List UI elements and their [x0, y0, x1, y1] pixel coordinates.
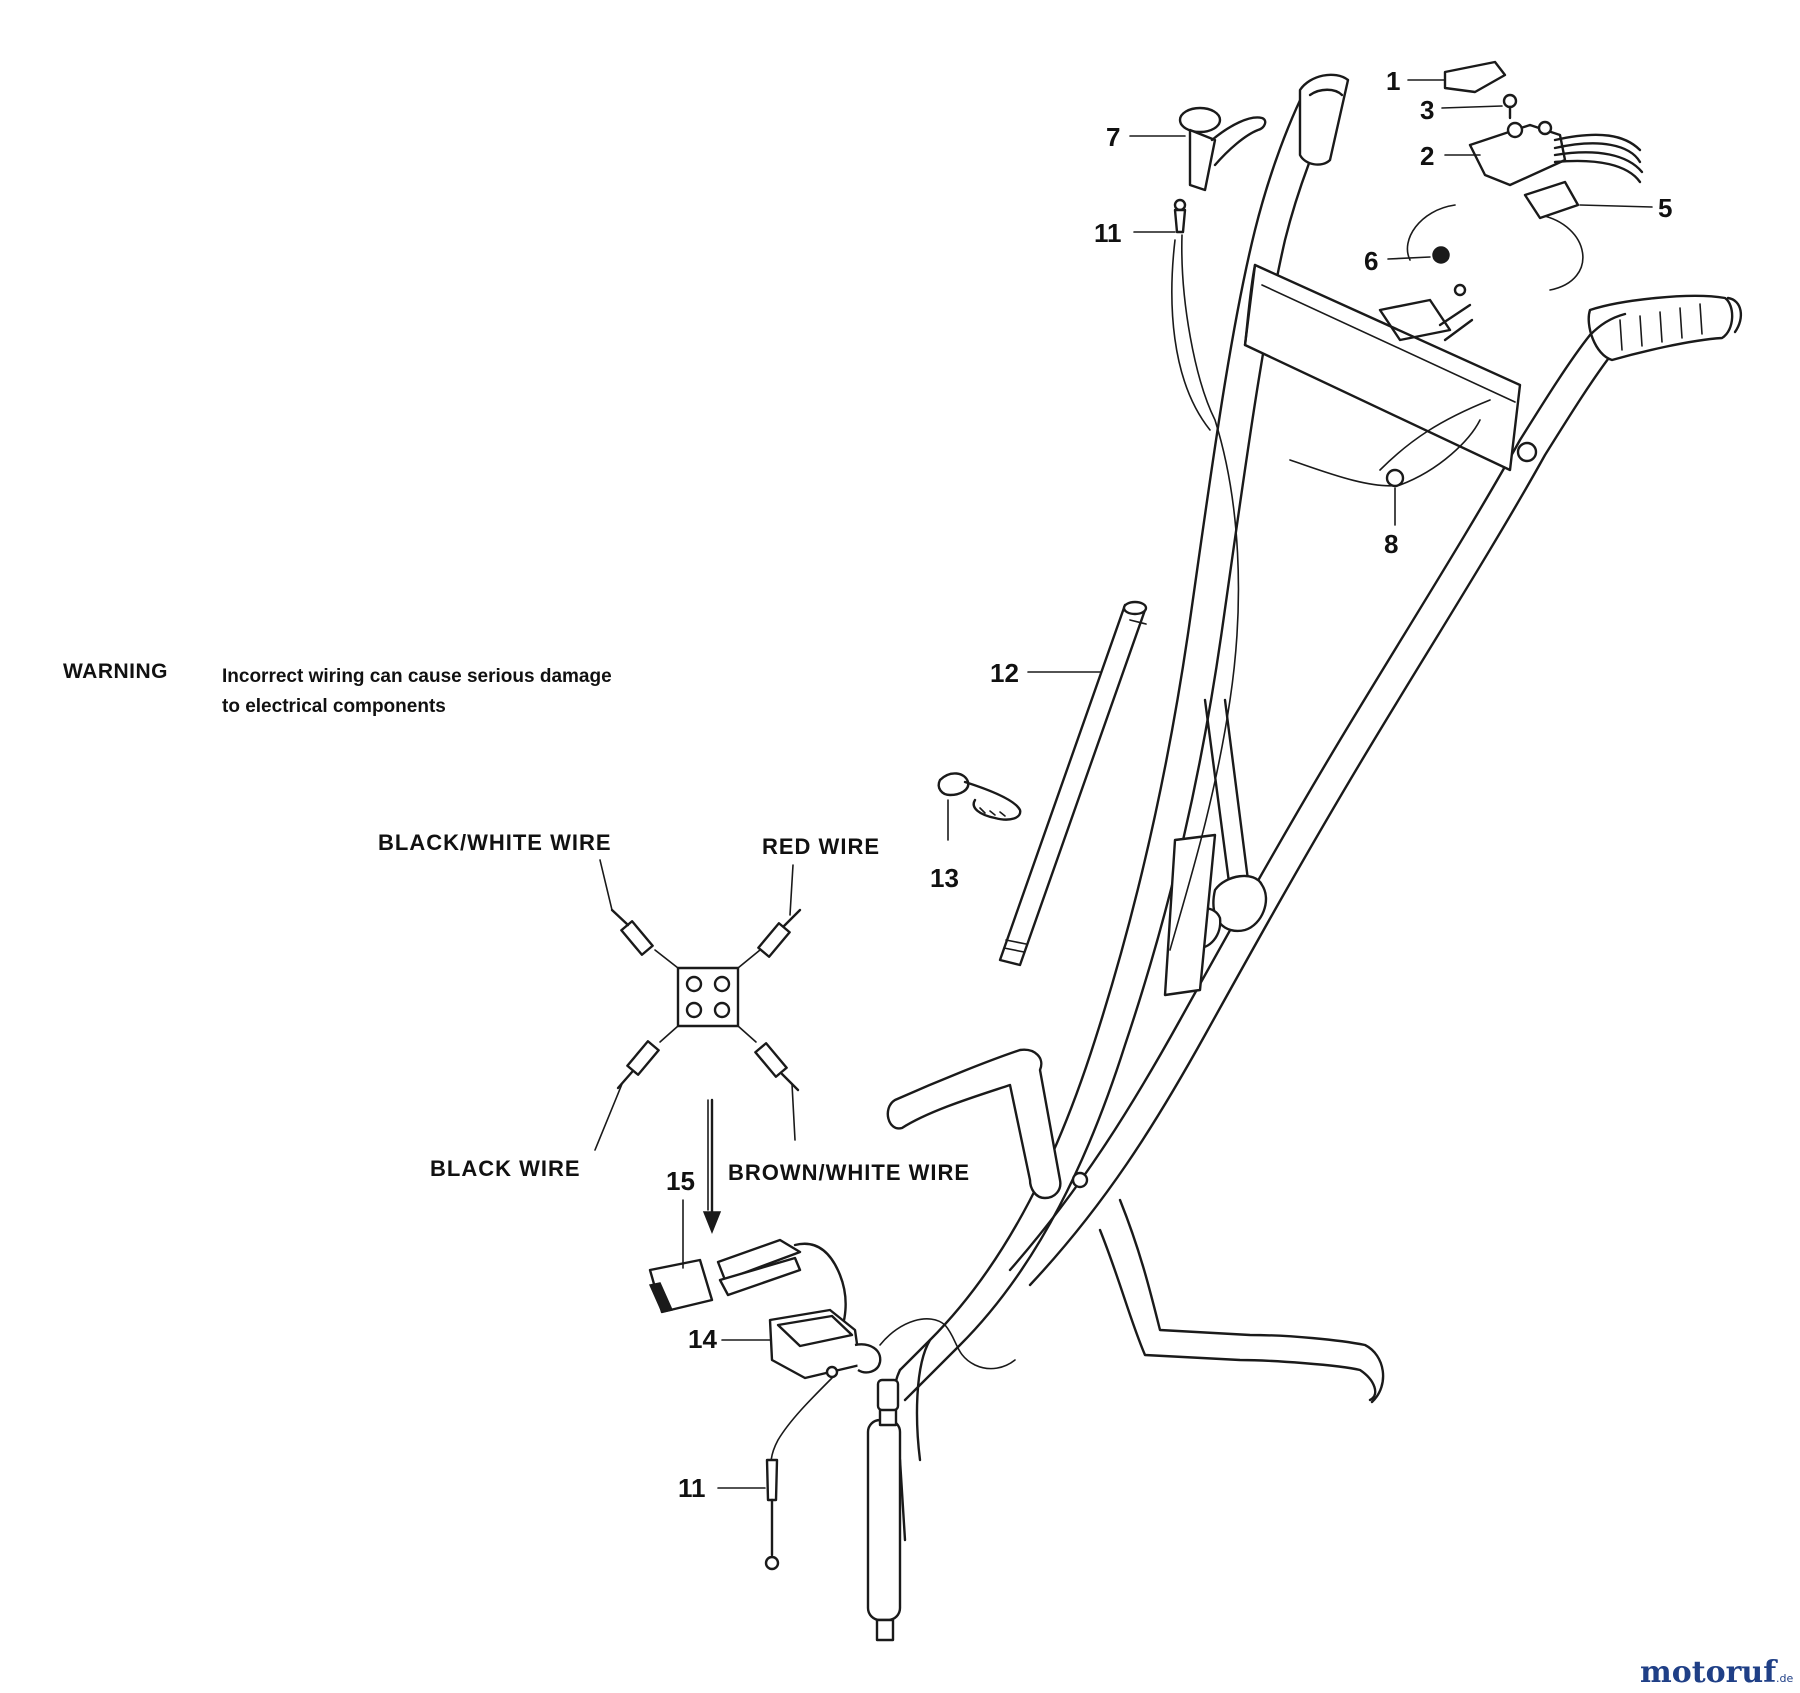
warning-line-1: Incorrect wiring can cause serious damag…: [222, 666, 612, 687]
handlebar-frame: [866, 73, 1743, 1642]
part-5-label: [1523, 180, 1580, 220]
svg-text:motoruf: motoruf: [1640, 1655, 1778, 1690]
callout-1: 1: [1386, 66, 1400, 96]
part-14-switch-box: [768, 1308, 1016, 1476]
part-1-decal: [1443, 60, 1507, 94]
label-red-wire: RED WIRE: [762, 834, 880, 859]
callout-14: 14: [688, 1324, 717, 1354]
label-black-wire: BLACK WIRE: [430, 1156, 581, 1181]
label-black-white-wire: BLACK/WHITE WIRE: [378, 830, 612, 855]
part-13-strap: [937, 772, 1022, 821]
callout-7: 7: [1106, 122, 1120, 152]
part-11-cable-end-top: [1173, 198, 1187, 234]
watermark-logo: motoruf .de: [1640, 1655, 1793, 1690]
label-brown-white-wire: BROWN/WHITE WIRE: [728, 1160, 970, 1185]
callout-8: 8: [1384, 529, 1398, 559]
junction-block: [676, 966, 740, 1028]
part-12-rod: [998, 600, 1148, 967]
wire-junction-diagram: [594, 859, 802, 1235]
warning-line-2: to electrical components: [222, 696, 446, 717]
callout-15: 15: [666, 1166, 695, 1196]
part-3-screw: [1502, 93, 1518, 120]
callout-6: 6: [1364, 246, 1378, 276]
callout-5: 5: [1658, 193, 1672, 223]
part-2-switch-housing: [1468, 120, 1644, 187]
callout-11-bottom: 11: [678, 1473, 706, 1503]
callout-leaders: [682, 79, 1653, 1489]
callout-2: 2: [1420, 141, 1434, 171]
part-6-nut: [1378, 246, 1474, 342]
warning-title: WARNING: [63, 660, 168, 683]
svg-text:.de: .de: [1776, 1672, 1793, 1685]
callout-12: 12: [990, 658, 1019, 688]
part-11-cable-end-bottom: [764, 1458, 780, 1571]
callout-11-top: 11: [1094, 218, 1122, 248]
throttle-cable: [1169, 204, 1584, 951]
part-15-connector-plug: [648, 1238, 847, 1337]
callout-13: 13: [930, 863, 959, 893]
part-7-lever-clamp: [1178, 106, 1267, 192]
part-8-grommet: [1385, 468, 1405, 488]
callout-3: 3: [1420, 95, 1434, 125]
